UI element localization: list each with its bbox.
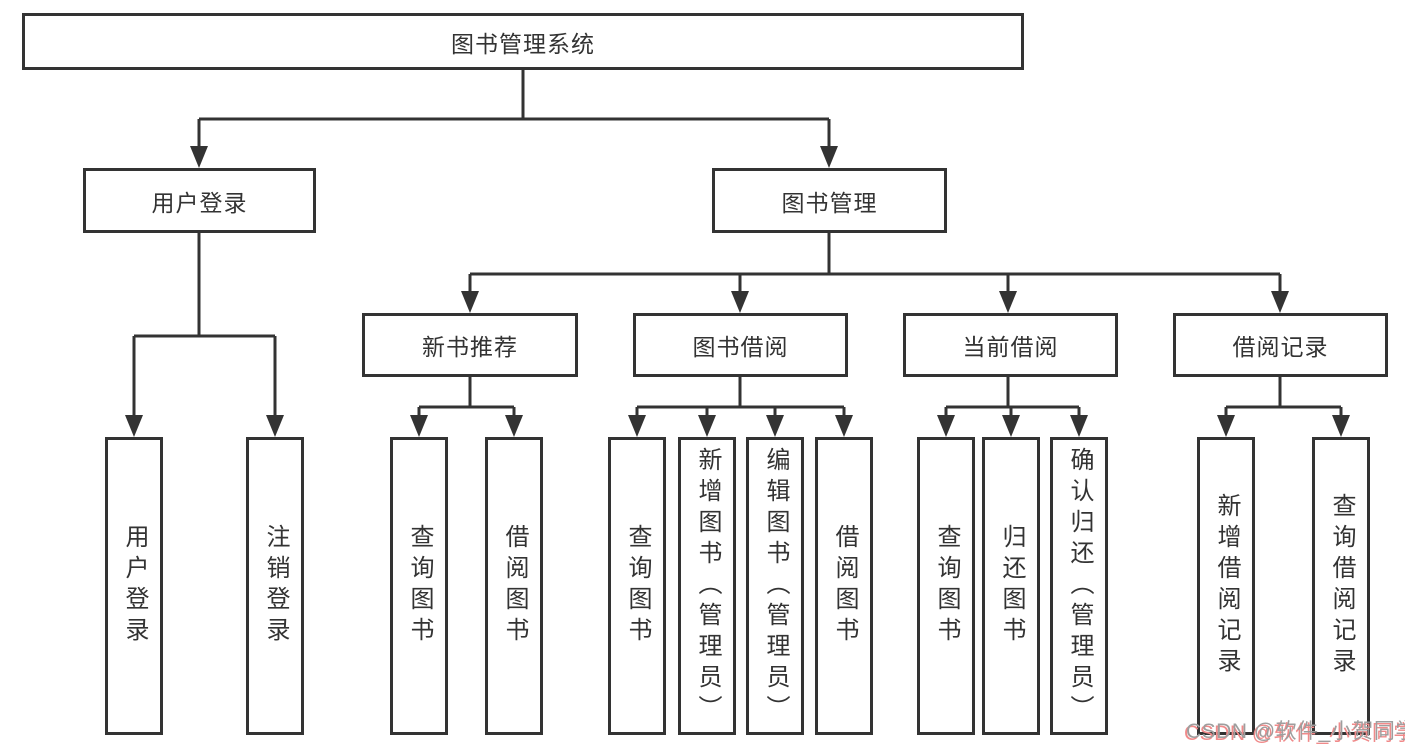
edge-current-borrowing-to-leaves	[944, 376, 1081, 421]
leaf-logout: 注销登录	[246, 437, 304, 735]
node-label: 查询图书	[933, 524, 960, 648]
node-book-management: 图书管理	[712, 168, 947, 233]
leaf-current-confirm-return-admin: 确认归还（管理员）	[1050, 437, 1108, 735]
node-label: 编辑图书（管理员）	[762, 446, 789, 726]
arrow-down-icon	[820, 146, 838, 168]
node-label: 查询图书	[624, 524, 651, 648]
node-new-book-recommendation: 新书推荐	[362, 313, 578, 377]
edge-book-management-to-level3	[468, 233, 1282, 297]
node-label: 用户登录	[121, 524, 148, 648]
leaf-recommend-query-books: 查询图书	[390, 437, 448, 735]
arrow-down-icon	[731, 291, 749, 313]
leaf-current-query-books: 查询图书	[917, 437, 975, 735]
node-root: 图书管理系统	[22, 13, 1024, 70]
arrow-down-icon	[190, 146, 208, 168]
arrow-down-icon	[698, 415, 716, 437]
leaf-borrowing-borrow-books: 借阅图书	[815, 437, 873, 735]
node-book-borrowing: 图书借阅	[633, 313, 848, 377]
node-user-login: 用户登录	[83, 168, 316, 233]
arrow-down-icon	[461, 291, 479, 313]
node-label: 注销登录	[262, 524, 289, 648]
arrow-down-icon	[1332, 415, 1350, 437]
node-current-borrowing: 当前借阅	[903, 313, 1118, 377]
node-label: 图书管理	[781, 189, 878, 216]
tree-edges	[132, 69, 1343, 421]
leaf-borrowing-query-books: 查询图书	[608, 437, 666, 735]
node-label: 新增图书（管理员）	[694, 446, 721, 726]
arrow-down-icon	[937, 415, 955, 437]
node-label: 当前借阅	[962, 334, 1059, 360]
node-label: 借阅记录	[1232, 334, 1329, 360]
edge-borrowing-records-to-leaves	[1224, 376, 1343, 421]
leaf-borrowing-edit-books-admin: 编辑图书（管理员）	[746, 437, 804, 735]
arrow-down-icon	[125, 415, 143, 437]
node-label: 借阅图书	[831, 524, 858, 648]
arrow-down-icon	[505, 415, 523, 437]
leaf-current-return-books: 归还图书	[982, 437, 1040, 735]
leaf-recommend-borrow-books: 借阅图书	[485, 437, 543, 735]
leaf-records-add-record: 新增借阅记录	[1197, 437, 1255, 735]
csdn-watermark: CSDN @软件_小贺同学	[1186, 720, 1405, 743]
leaf-records-query-record: 查询借阅记录	[1312, 437, 1370, 735]
leaf-borrowing-add-books-admin: 新增图书（管理员）	[678, 437, 736, 735]
arrow-down-icon	[1002, 415, 1020, 437]
edge-new-book-recommendation-to-leaves	[417, 376, 516, 421]
arrow-down-icon	[835, 415, 853, 437]
edge-root-to-level2	[197, 69, 831, 152]
arrow-down-icon	[1217, 415, 1235, 437]
arrow-down-icon	[266, 415, 284, 437]
arrow-down-icon	[1070, 415, 1088, 437]
node-label: 新增借阅记录	[1213, 493, 1240, 679]
node-label: 查询图书	[406, 524, 433, 648]
arrow-down-icon	[410, 415, 428, 437]
arrow-down-icon	[999, 291, 1017, 313]
arrow-down-icon	[766, 415, 784, 437]
edge-user-login-to-leaves	[132, 233, 277, 421]
node-label: 图书管理系统	[451, 30, 595, 57]
node-label: 查询借阅记录	[1328, 493, 1355, 679]
node-label: 确认归还（管理员）	[1066, 446, 1093, 726]
node-borrowing-records: 借阅记录	[1173, 313, 1388, 377]
leaf-user-login: 用户登录	[105, 437, 163, 735]
node-label: 新书推荐	[422, 334, 518, 360]
arrow-down-icon	[1271, 291, 1289, 313]
arrow-down-icon	[628, 415, 646, 437]
node-label: 借阅图书	[501, 524, 528, 648]
node-label: 归还图书	[998, 524, 1025, 648]
arrowheads	[125, 146, 1350, 437]
node-label: 图书借阅	[692, 334, 789, 360]
node-label: 用户登录	[151, 189, 248, 216]
edge-book-borrowing-to-leaves	[635, 376, 846, 421]
